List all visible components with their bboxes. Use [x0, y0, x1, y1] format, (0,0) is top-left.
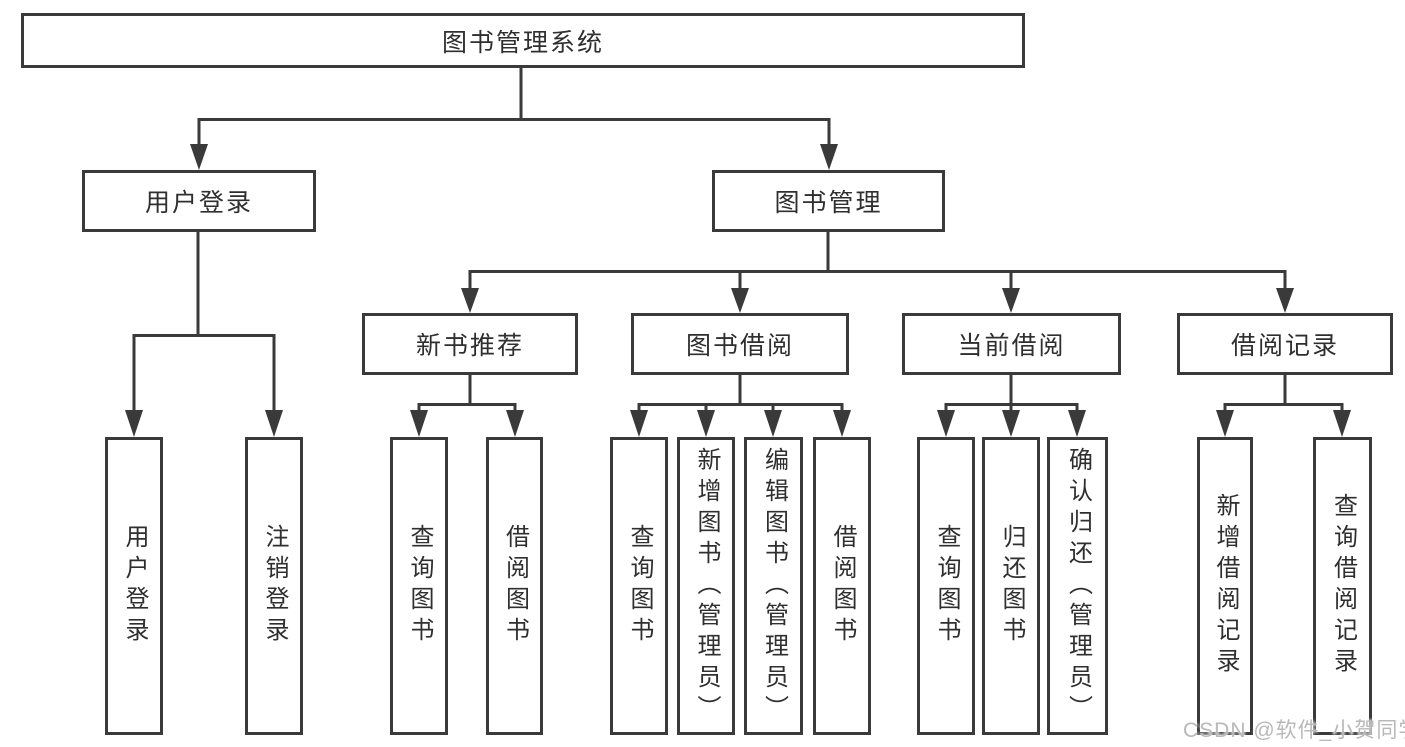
connector-user-login-children — [125, 232, 283, 437]
connector-borrow-records-children — [1216, 375, 1351, 437]
connector-book-borrow-children — [630, 375, 851, 437]
leaf-br-query-record-label: 查询借阅记录 — [1329, 493, 1357, 679]
leaf-cb-return-books: 归还图书 — [982, 437, 1040, 735]
leaf-user-login-label: 用户登录 — [121, 524, 148, 648]
connector-book-mgmt-children — [461, 232, 1294, 313]
leaf-cb-confirm-return-admin: 确认归还（管理员） — [1047, 437, 1108, 735]
connector-new-rec-children — [410, 375, 524, 437]
leaf-bb-query-books: 查询图书 — [610, 437, 668, 735]
leaf-rec-borrow-books-label: 借阅图书 — [501, 524, 529, 648]
node-book-borrowing: 图书借阅 — [631, 313, 849, 375]
node-current-borrowing: 当前借阅 — [902, 313, 1121, 375]
leaf-cb-confirm-return-admin-label: 确认归还（管理员） — [1064, 446, 1092, 726]
leaf-cb-query-books-label: 查询图书 — [933, 524, 960, 648]
connector-root-to-level2 — [190, 68, 838, 170]
leaf-bb-borrow-books-label: 借阅图书 — [829, 524, 856, 648]
connector-current-borrow-children — [937, 375, 1086, 437]
leaf-rec-query-books-label: 查询图书 — [406, 524, 433, 648]
leaf-cb-query-books: 查询图书 — [917, 437, 975, 735]
leaf-logout: 注销登录 — [245, 437, 303, 735]
node-borrowing-records: 借阅记录 — [1177, 313, 1393, 375]
leaf-logout-label: 注销登录 — [261, 524, 288, 648]
node-new-book-recommend: 新书推荐 — [362, 313, 578, 375]
leaf-br-query-record: 查询借阅记录 — [1313, 437, 1372, 735]
leaf-bb-borrow-books: 借阅图书 — [813, 437, 871, 735]
leaf-br-add-record: 新增借阅记录 — [1197, 437, 1253, 735]
node-book-management: 图书管理 — [712, 170, 945, 232]
leaf-br-add-record-label: 新增借阅记录 — [1212, 493, 1239, 679]
leaf-bb-edit-books-admin: 编辑图书（管理员） — [744, 437, 803, 735]
leaf-bb-edit-books-admin-label: 编辑图书（管理员） — [760, 446, 788, 726]
leaf-bb-add-books-admin: 新增图书（管理员） — [677, 437, 735, 735]
leaf-user-login: 用户登录 — [105, 437, 163, 735]
leaf-cb-return-books-label: 归还图书 — [998, 524, 1025, 648]
leaf-rec-query-books: 查询图书 — [390, 437, 448, 735]
leaf-bb-query-books-label: 查询图书 — [626, 524, 653, 648]
csdn-watermark: CSDN @软件_小贺同学 — [1183, 719, 1405, 742]
node-user-login: 用户登录 — [82, 170, 316, 232]
leaf-bb-add-books-admin-label: 新增图书（管理员） — [693, 446, 720, 726]
node-root-library-system: 图书管理系统 — [21, 13, 1025, 68]
leaf-rec-borrow-books: 借阅图书 — [486, 437, 543, 735]
